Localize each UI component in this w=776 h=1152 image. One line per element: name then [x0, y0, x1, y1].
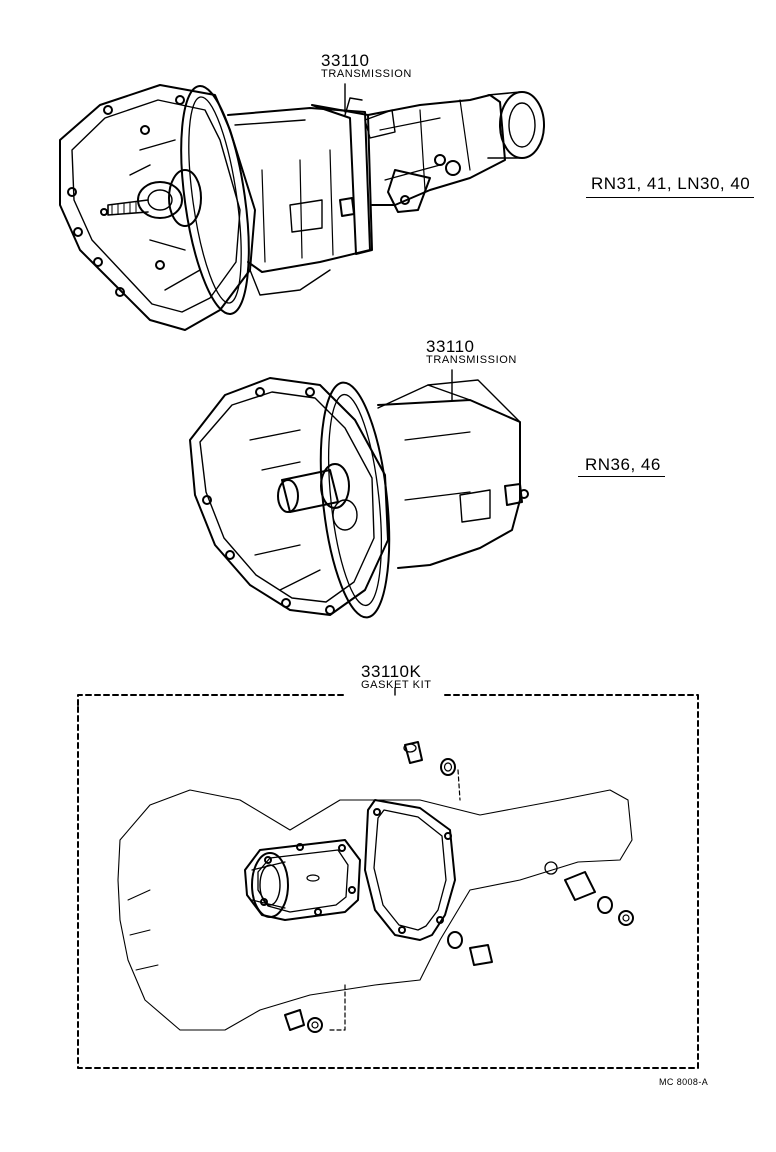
gasket-kit-illustration — [77, 687, 699, 1069]
callout-2-part-name: TRANSMISSION — [426, 354, 517, 366]
application-underline-2 — [578, 476, 665, 477]
reference-code: MC 8008-A — [659, 1077, 709, 1087]
transmission-short-illustration — [189, 369, 529, 619]
transmission-long-illustration — [59, 83, 545, 331]
callout-2-part-number: 33110 — [426, 337, 475, 356]
callout-1-part-number: 33110 — [321, 51, 370, 70]
callout-3-part-number: 33110K — [361, 662, 422, 681]
callout-1-part-name: TRANSMISSION — [321, 68, 412, 80]
application-label-2: RN36, 46 — [585, 455, 661, 474]
application-underline-1 — [586, 197, 754, 198]
callout-3-part-name: GASKET KIT — [361, 679, 432, 691]
application-label-1: RN31, 41, LN30, 40 — [591, 174, 751, 193]
